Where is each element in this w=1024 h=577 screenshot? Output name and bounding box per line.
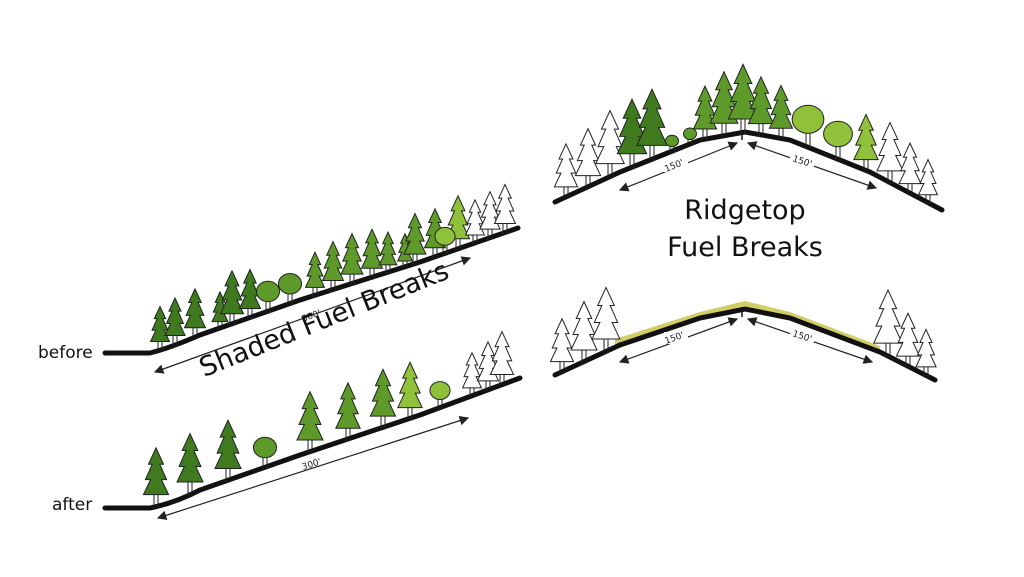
conifer-tree-icon xyxy=(727,63,759,135)
conifer-tree-icon xyxy=(872,288,904,359)
conifer-tree-icon xyxy=(369,368,397,430)
ridge-after-panel: 150' 150' xyxy=(549,286,938,383)
conifer-tree-icon xyxy=(853,113,879,173)
conifer-tree-icon xyxy=(304,251,326,298)
conifer-tree-icon xyxy=(464,198,486,245)
conifer-tree-icon xyxy=(709,70,739,138)
conifer-tree-icon xyxy=(876,121,904,185)
conifer-tree-icon xyxy=(594,109,626,179)
conifer-tree-icon xyxy=(768,84,794,141)
conifer-tree-icon xyxy=(895,312,921,369)
broadleaf-tree-icon xyxy=(791,104,825,150)
dimension-label: 300' xyxy=(301,457,323,473)
conifer-tree-icon xyxy=(176,432,204,496)
conifer-tree-icon xyxy=(915,328,937,378)
conifer-tree-icon xyxy=(321,240,345,292)
conifer-tree-icon xyxy=(489,330,515,387)
conifer-tree-icon xyxy=(142,446,170,508)
conifer-tree-icon xyxy=(340,232,364,286)
conifer-tree-icon xyxy=(445,194,471,251)
ridgetop-fuel-breaks-title: Ridgetop Fuel Breaks xyxy=(640,192,850,266)
conifer-tree-icon xyxy=(461,351,483,398)
shaded-before-panel: 300' xyxy=(102,183,521,374)
ridge-before-panel: 150' 150' xyxy=(552,63,945,213)
broadleaf-tree-icon xyxy=(434,226,456,256)
conifer-tree-icon xyxy=(149,305,171,352)
conifer-tree-icon xyxy=(553,142,579,199)
conifer-tree-icon xyxy=(574,127,602,189)
conifer-tree-icon xyxy=(296,390,324,454)
conifer-tree-icon xyxy=(493,183,517,235)
after-label: after xyxy=(52,495,93,515)
broadleaf-tree-icon xyxy=(429,381,451,410)
conifer-tree-icon xyxy=(479,190,501,240)
conifer-tree-icon xyxy=(917,158,939,205)
conifer-tree-icon xyxy=(397,361,423,421)
conifer-tree-icon xyxy=(898,141,922,196)
conifer-tree-icon xyxy=(549,317,575,374)
conifer-tree-icon xyxy=(214,419,242,483)
conifer-tree-icon xyxy=(747,75,775,137)
dimension-arrow xyxy=(153,256,472,374)
conifer-tree-icon xyxy=(570,300,598,364)
conifer-tree-icon xyxy=(183,287,207,339)
dimension-arrow xyxy=(156,416,470,520)
conifer-tree-icon xyxy=(692,84,718,142)
ridge-title-line1: Ridgetop xyxy=(684,195,806,226)
tree-group xyxy=(549,286,937,378)
shaded-after-panel: 300' xyxy=(102,330,523,520)
ridge-title-line2: Fuel Breaks xyxy=(667,232,823,263)
conifer-tree-icon xyxy=(360,228,384,280)
conifer-tree-icon xyxy=(335,381,361,441)
before-label: before xyxy=(38,343,93,363)
conifer-tree-icon xyxy=(591,286,621,354)
